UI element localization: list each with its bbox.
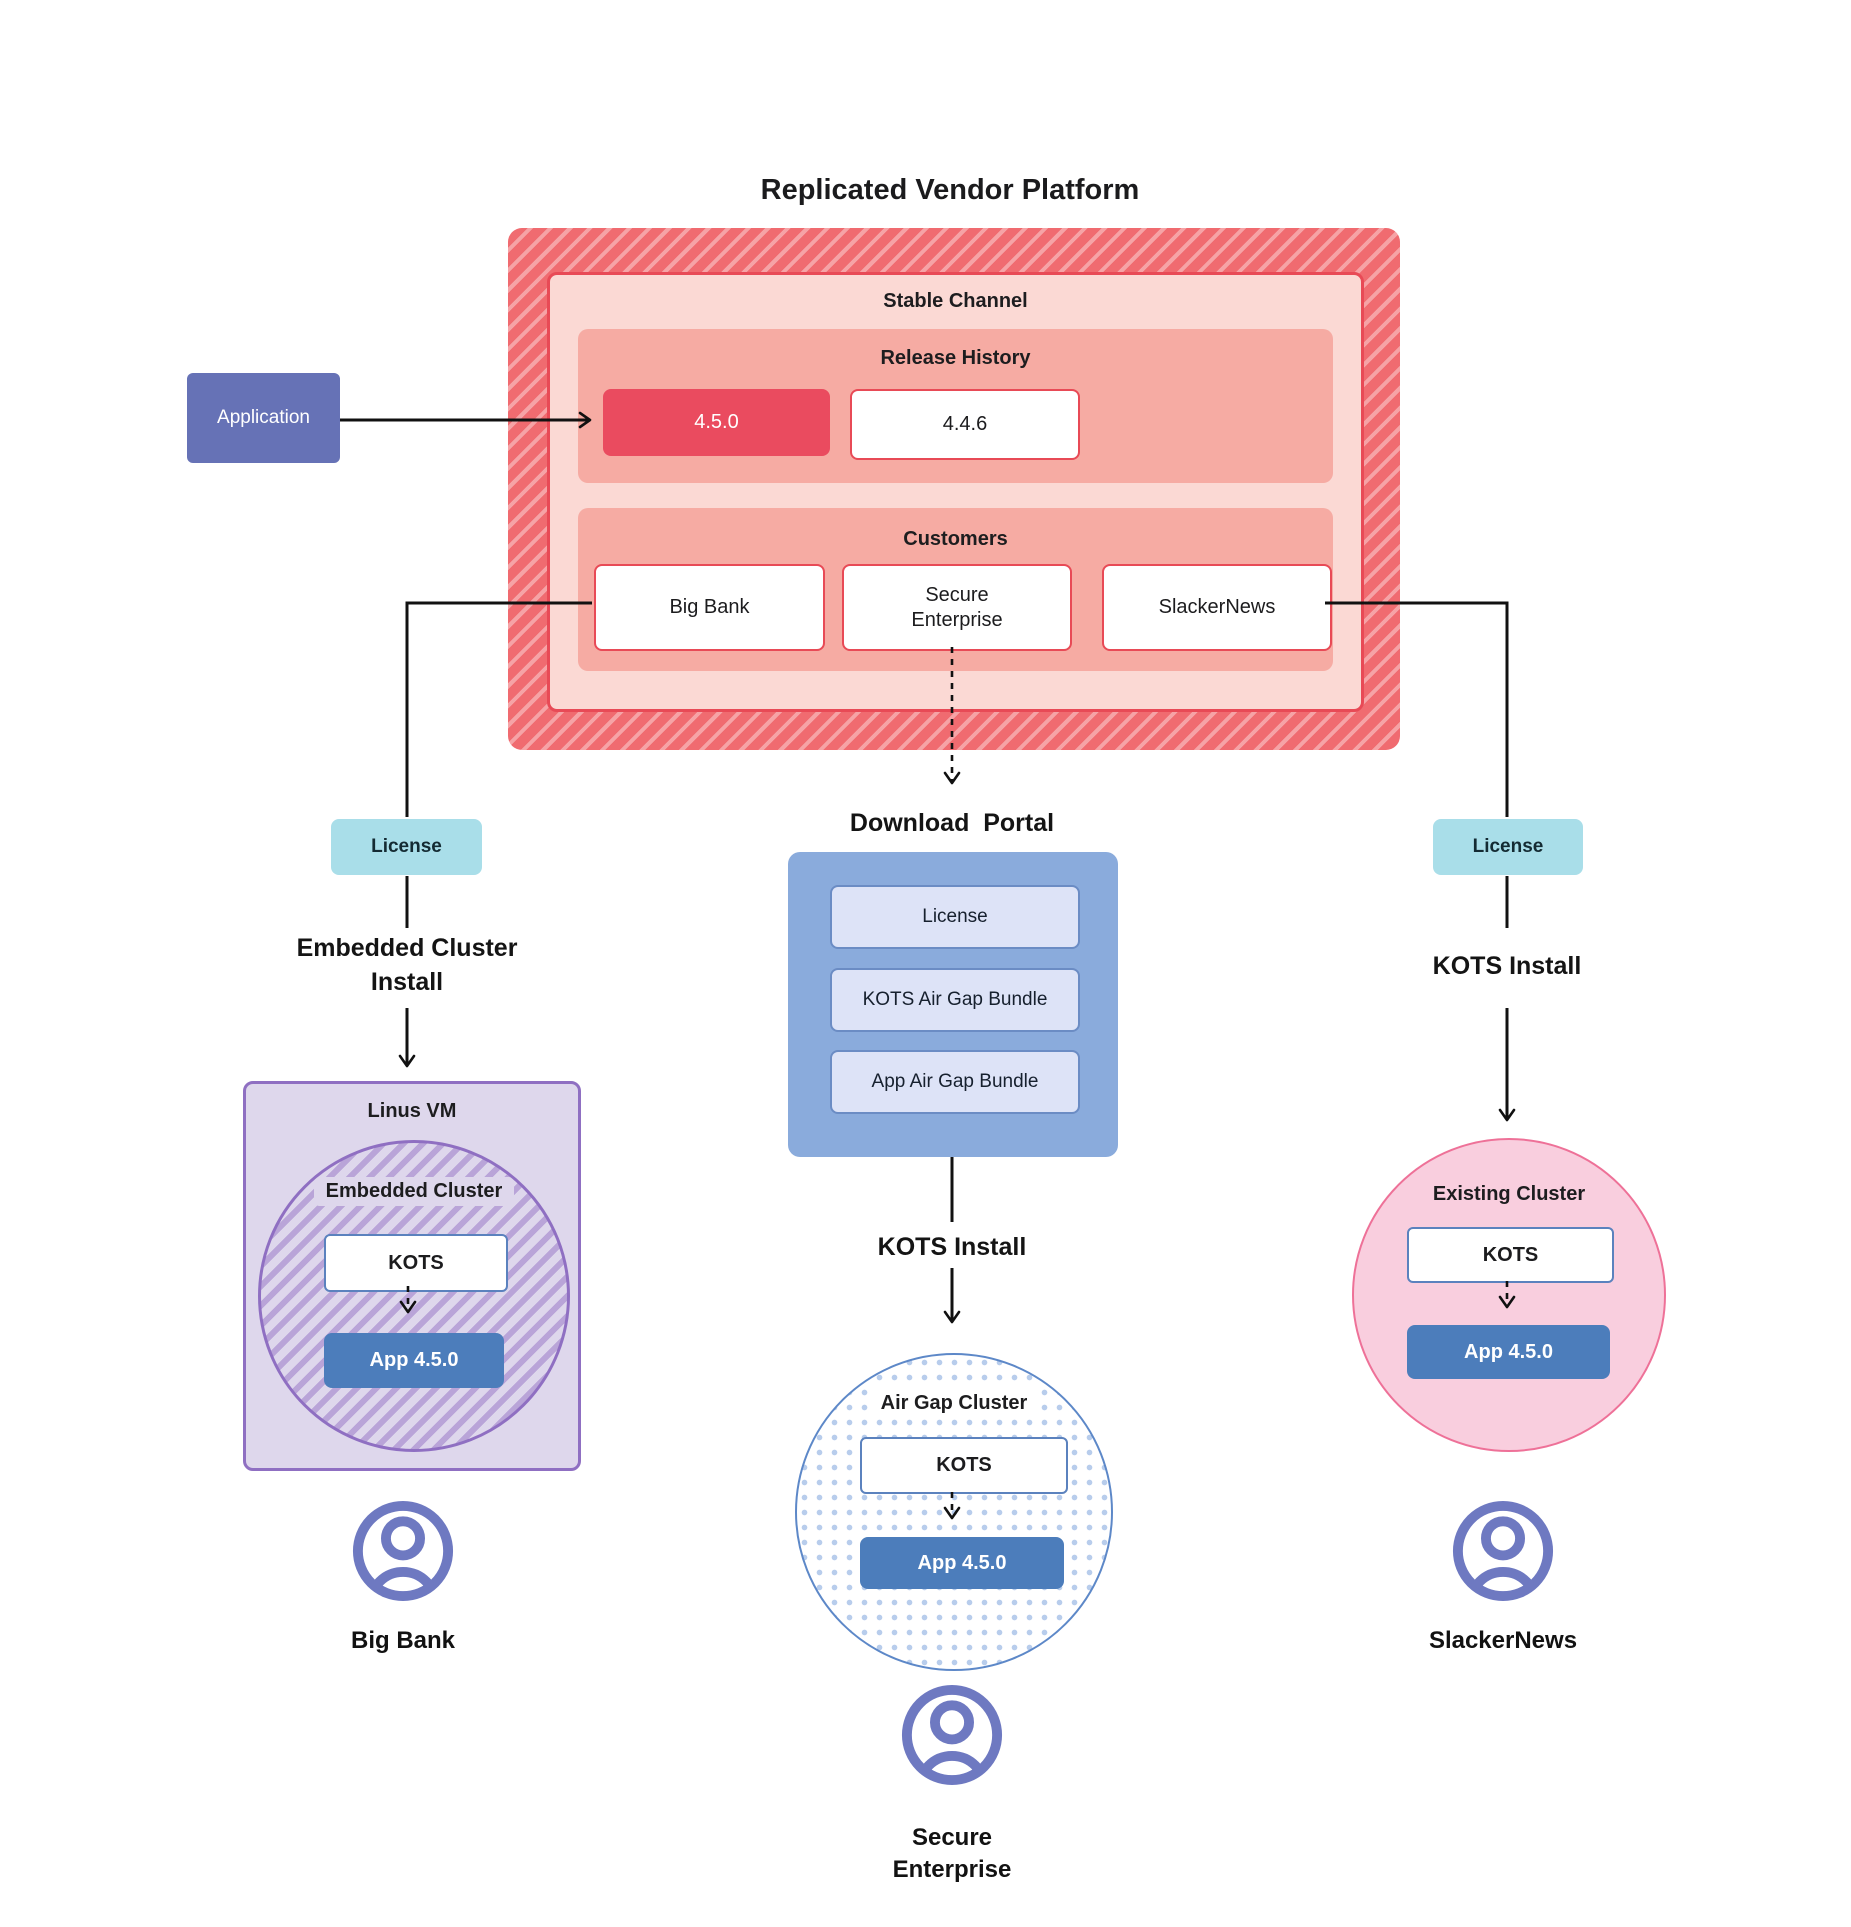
app-box-embedded: App 4.5.0 — [324, 1333, 504, 1388]
license-right-badge: License — [1433, 819, 1583, 875]
kots-box-embedded: KOTS — [324, 1234, 508, 1292]
download-portal-title: Download Portal — [849, 809, 1055, 837]
airgap-cluster-circle: Air Gap Cluster KOTS App 4.5.0 — [795, 1353, 1113, 1671]
release-450-box: 4.5.0 — [603, 389, 830, 456]
kots-box-airgap: KOTS — [860, 1437, 1068, 1494]
app-box-existing: App 4.5.0 — [1407, 1325, 1610, 1379]
owner-label-secure-enterprise: Secure Enterprise — [892, 1824, 1012, 1883]
embedded-cluster-circle: Embedded Cluster KOTS App 4.5.0 — [258, 1140, 570, 1452]
existing-cluster-circle: Existing Cluster KOTS App 4.5.0 — [1352, 1138, 1666, 1452]
customer-secure-enterprise-box: Secure Enterprise — [842, 564, 1072, 651]
portal-license-item: License — [830, 885, 1080, 949]
customers-panel: Customers Big Bank Secure Enterprise Sla… — [578, 508, 1333, 671]
person-icon-big-bank — [348, 1496, 458, 1606]
kots-box-existing: KOTS — [1407, 1227, 1614, 1283]
customer-secure-enterprise-label: Secure Enterprise — [911, 583, 1003, 631]
release-446-box: 4.4.6 — [850, 389, 1080, 460]
customer-slackernews-box: SlackerNews — [1102, 564, 1332, 651]
embedded-cluster-label: Embedded Cluster — [313, 1177, 515, 1206]
embedded-install-label: Embedded Cluster Install — [296, 934, 518, 996]
kots-install-center-label: KOTS Install — [877, 1233, 1027, 1261]
kots-install-right-label: KOTS Install — [1432, 952, 1582, 980]
person-icon-secure-enterprise — [897, 1680, 1007, 1790]
customers-label: Customers — [903, 528, 1008, 550]
person-icon-slackernews — [1448, 1496, 1558, 1606]
release-history-label: Release History — [880, 347, 1031, 369]
linus-vm-panel: Linus VM Embedded Cluster KOTS App 4.5.0 — [243, 1081, 581, 1471]
diagram-title: Replicated Vendor Platform — [760, 174, 1140, 206]
download-portal-panel: License KOTS Air Gap Bundle App Air Gap … — [788, 852, 1118, 1157]
app-box-airgap: App 4.5.0 — [860, 1537, 1064, 1589]
airgap-cluster-label: Air Gap Cluster — [868, 1389, 1040, 1418]
portal-app-bundle-item: App Air Gap Bundle — [830, 1050, 1080, 1114]
application-box: Application — [187, 373, 340, 463]
owner-label-slackernews: SlackerNews — [1428, 1627, 1578, 1654]
owner-label-big-bank: Big Bank — [350, 1627, 455, 1654]
vendor-platform-panel: Stable Channel Release History 4.5.0 4.4… — [508, 228, 1400, 750]
stable-channel-panel: Stable Channel Release History 4.5.0 4.4… — [547, 272, 1364, 712]
customer-big-bank-box: Big Bank — [594, 564, 825, 651]
linus-vm-label: Linus VM — [367, 1100, 457, 1122]
portal-kots-bundle-item: KOTS Air Gap Bundle — [830, 968, 1080, 1032]
release-history-panel: Release History 4.5.0 4.4.6 — [578, 329, 1333, 483]
existing-cluster-label: Existing Cluster — [1432, 1183, 1586, 1205]
stable-channel-label: Stable Channel — [883, 290, 1028, 312]
license-left-badge: License — [331, 819, 482, 875]
